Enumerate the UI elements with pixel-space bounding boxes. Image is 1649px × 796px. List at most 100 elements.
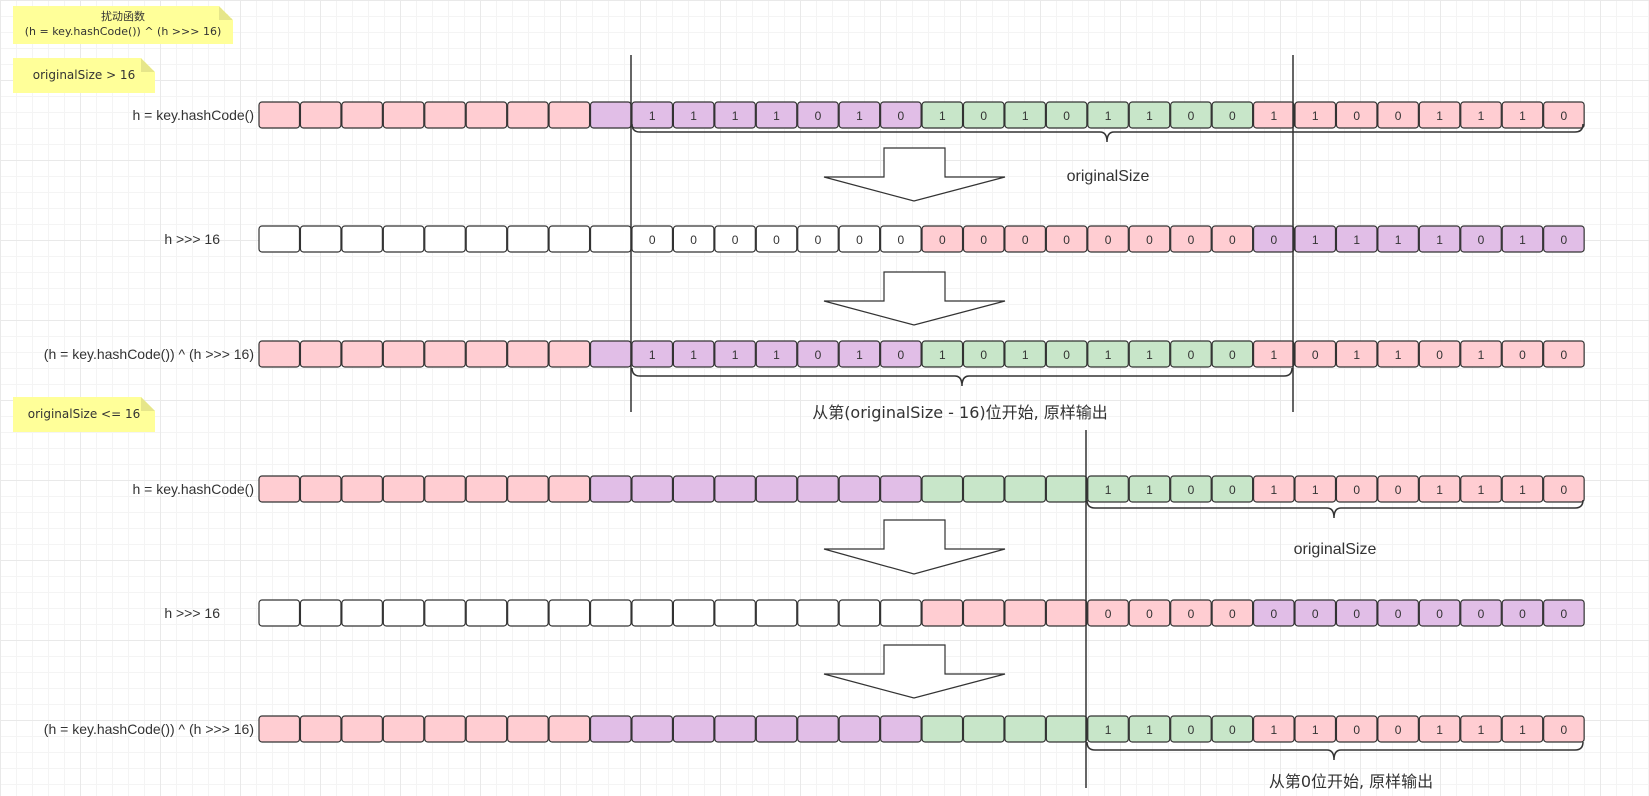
bit-value: 1 <box>1022 348 1029 362</box>
bit-cell <box>1211 340 1254 368</box>
bit-value: 0 <box>980 348 987 362</box>
bit-cell <box>465 475 508 503</box>
bit-cell <box>1377 715 1419 743</box>
bit-cell <box>921 225 964 253</box>
brace-original-size-top <box>631 123 1584 143</box>
bit-value: 1 <box>1353 233 1360 247</box>
bit-cell <box>714 475 756 503</box>
bit-value: 1 <box>1270 348 1277 362</box>
bit-cell <box>424 225 466 253</box>
bit-cell <box>1543 599 1585 627</box>
bit-cell <box>382 715 425 743</box>
bit-cell <box>258 599 301 627</box>
bit-cell <box>1004 475 1047 503</box>
bit-cell <box>341 101 383 129</box>
bit-value: 1 <box>1395 348 1402 362</box>
bit-value: 1 <box>1146 348 1153 362</box>
annotation-start-from-bottom: 从第0位开始, 原样输出 <box>1269 772 1433 791</box>
bit-cell <box>838 225 881 253</box>
bit-cell <box>962 340 1005 368</box>
bit-cell <box>631 715 674 743</box>
bit-cell <box>838 599 881 627</box>
bit-value: 1 <box>1519 483 1526 497</box>
bit-cell <box>1252 475 1295 503</box>
bit-value: 0 <box>898 348 905 362</box>
annotation-original-size-bottom: originalSize <box>1294 541 1377 558</box>
bit-value: 1 <box>1105 483 1112 497</box>
bit-cell <box>299 475 342 503</box>
bit-cell <box>258 715 301 743</box>
bit-cell <box>299 225 342 253</box>
bit-cell <box>797 340 839 368</box>
brace-start-from-bottom <box>1086 741 1584 761</box>
bit-cell <box>1335 101 1378 129</box>
bit-value: 0 <box>1395 109 1402 123</box>
bit-value: 0 <box>1561 483 1568 497</box>
down-arrow-icon <box>823 519 1006 575</box>
bit-value: 1 <box>1395 233 1402 247</box>
bit-cell <box>714 599 756 627</box>
bit-cell <box>797 475 839 503</box>
bit-cell <box>1211 475 1254 503</box>
bit-value: 1 <box>1436 723 1443 737</box>
bit-cell <box>465 715 508 743</box>
bit-cell <box>631 340 674 368</box>
bit-cell <box>589 715 632 743</box>
bit-value: 0 <box>1395 723 1402 737</box>
row-label: h >>> 16 <box>164 231 220 247</box>
bit-cell <box>589 225 632 253</box>
row-label: h >>> 16 <box>164 605 220 621</box>
bit-cell <box>1087 475 1129 503</box>
bit-value: 0 <box>939 233 946 247</box>
bit-cell <box>755 225 798 253</box>
bit-cell <box>631 225 674 253</box>
bit-cell <box>838 715 881 743</box>
bit-value: 0 <box>1229 483 1236 497</box>
note-case-le-16: originalSize <= 16 <box>13 397 155 432</box>
bit-value: 0 <box>1478 607 1485 621</box>
bit-cell <box>921 599 964 627</box>
bit-cell <box>1501 340 1544 368</box>
bit-value: 0 <box>1519 348 1526 362</box>
bit-value: 1 <box>649 109 656 123</box>
bit-value: 1 <box>1146 483 1153 497</box>
bit-cell <box>382 475 425 503</box>
bit-cell <box>1418 599 1461 627</box>
bit-value: 0 <box>980 109 987 123</box>
bit-cell <box>1004 225 1047 253</box>
bit-cell <box>1128 475 1171 503</box>
brace-original-size-bottom <box>1086 499 1584 519</box>
bit-cell <box>672 225 715 253</box>
bit-value: 1 <box>1519 109 1526 123</box>
bit-cell <box>1045 340 1088 368</box>
bit-cell <box>1460 475 1502 503</box>
bit-cell <box>465 225 508 253</box>
bit-cell <box>258 101 301 129</box>
bit-cell <box>1418 715 1461 743</box>
bit-cell <box>879 475 922 503</box>
bit-value: 0 <box>1105 607 1112 621</box>
bit-cell <box>921 340 964 368</box>
bit-cell <box>1418 225 1461 253</box>
bit-cell <box>299 715 342 743</box>
bit-cell <box>797 715 839 743</box>
row-label: h = key.hashCode() <box>132 481 254 497</box>
bit-value: 0 <box>1063 233 1070 247</box>
annotation-original-size-top: originalSize <box>1067 168 1150 185</box>
bit-cell <box>548 101 591 129</box>
bit-cell <box>507 101 549 129</box>
bit-cell <box>1460 101 1502 129</box>
bit-value: 0 <box>1561 233 1568 247</box>
bit-cell <box>1501 225 1544 253</box>
bit-cell <box>1252 225 1295 253</box>
bit-value: 0 <box>1188 233 1195 247</box>
bit-cell <box>879 101 922 129</box>
bit-cell <box>1252 599 1295 627</box>
bit-cell <box>1377 101 1419 129</box>
bit-cell <box>921 715 964 743</box>
bit-cell <box>1543 475 1585 503</box>
